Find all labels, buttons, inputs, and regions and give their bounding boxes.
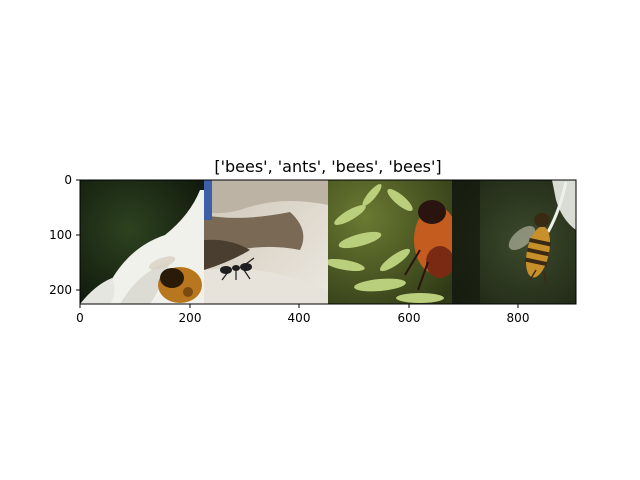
axes-frame <box>79 179 577 305</box>
plot-title: ['bees', 'ants', 'bees', 'bees'] <box>214 157 441 176</box>
image-tile-ant-on-wood <box>204 180 328 304</box>
x-tick-label: 600 <box>398 311 421 325</box>
image-tile-bee-on-conifer <box>328 180 452 304</box>
x-tick-label: 200 <box>179 311 202 325</box>
x-tick-label: 800 <box>507 311 530 325</box>
image-tile-bee-on-daisy <box>80 180 204 304</box>
x-tick-label: 0 <box>76 311 84 325</box>
x-axis: 0 200 400 600 800 <box>76 304 529 325</box>
y-tick-label: 0 <box>64 173 72 187</box>
image-tile-honeybee-flying <box>452 180 576 304</box>
y-tick-label: 100 <box>49 228 72 242</box>
x-tick-label: 400 <box>288 311 311 325</box>
y-axis: 0 100 200 <box>49 173 80 297</box>
y-tick-label: 200 <box>49 283 72 297</box>
